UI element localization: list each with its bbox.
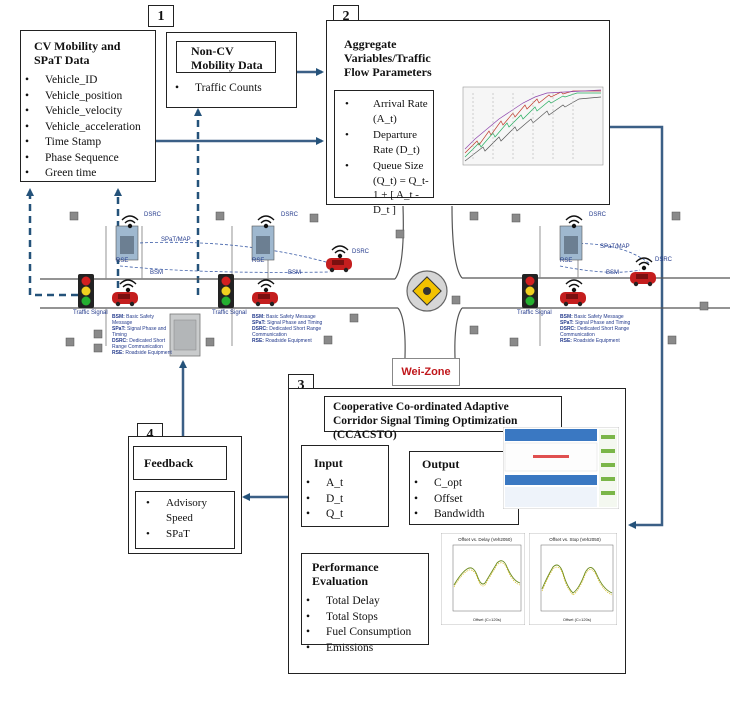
dsrc-label-left: DSRC xyxy=(144,212,162,218)
non-cv-box: Non-CV Mobility Data Traffic Counts xyxy=(166,32,297,108)
list-item: Traffic Counts xyxy=(171,81,262,97)
scene-legend-middle: BSM: Basic Safety Message SPaT: Signal P… xyxy=(252,314,323,344)
scene-legend-right: BSM: Basic Safety Message SPaT: Signal P… xyxy=(560,314,631,344)
dsrc-label-middle: DSRC xyxy=(281,212,299,218)
cv-mobility-box: CV Mobility and SPaT Data Vehicle_ID Veh… xyxy=(20,30,156,182)
arrow-box2-to-box3 xyxy=(610,125,664,529)
offset-stop-plot: Offset vs. Stop (Veh2050) Offset (C=120s… xyxy=(529,533,617,625)
plot-right-xlabel: Offset (C=120s) xyxy=(563,617,592,622)
input-list: A_t D_t Q_t xyxy=(302,476,388,523)
list-item: D_t xyxy=(302,492,388,508)
performance-title: Performance Evaluation xyxy=(312,560,379,588)
bsm-label-right: BSM xyxy=(606,270,620,276)
input-box: Input A_t D_t Q_t xyxy=(301,445,389,527)
traffic-signal-label-left: Traffic Signal xyxy=(73,310,108,316)
list-item: Time Stamp xyxy=(21,135,155,151)
car-3 xyxy=(326,258,352,273)
list-item: Vehicle_position xyxy=(21,89,155,105)
list-item: Fuel Consumption xyxy=(302,625,428,641)
cv-mobility-list: Vehicle_ID Vehicle_position Vehicle_velo… xyxy=(21,73,155,182)
wifi-icon xyxy=(119,215,653,293)
feedback-box: Feedback • Advisory Speed • SPaT xyxy=(128,436,242,554)
traffic-light-left xyxy=(78,274,94,308)
list-item: Total Stops xyxy=(302,610,428,626)
list-item: C_opt xyxy=(410,476,518,492)
rse-label-left: RSE xyxy=(116,258,129,264)
ccacsto-title: Cooperative Co-ordinated Adaptive Corrid… xyxy=(333,401,518,441)
list-item: Phase Sequence xyxy=(21,151,155,167)
feedback-list-box: • Advisory Speed • SPaT xyxy=(135,491,235,549)
list-item: Bandwidth xyxy=(410,507,518,523)
list-item: Vehicle_acceleration xyxy=(21,120,155,136)
feedback-title: Feedback xyxy=(144,456,194,470)
bsm-label-left: BSM xyxy=(150,270,164,276)
dsrc-label-right: DSRC xyxy=(589,212,607,218)
advisory-speed: Advisory Speed xyxy=(166,497,207,524)
list-item: Vehicle_ID xyxy=(21,73,155,89)
scene-legend-left: BSM: Basic Safety Message SPaT: Signal P… xyxy=(112,314,172,356)
wei-zone-label: Wei-Zone xyxy=(401,366,451,378)
car-2 xyxy=(252,292,278,307)
traffic-light-right xyxy=(522,274,538,308)
list-item: Emissions xyxy=(302,641,428,657)
spat-label-left: SPaT/MAP xyxy=(161,237,191,243)
traffic-signal-label-right: Traffic Signal xyxy=(517,310,552,316)
plot-left-title: Offset vs. Delay (Veh2050) xyxy=(458,537,512,542)
non-cv-title-box: Non-CV Mobility Data xyxy=(176,41,276,73)
performance-box: Performance Evaluation Total Delay Total… xyxy=(301,553,429,656)
flow-parameter-plot xyxy=(453,83,607,175)
dsrc-label-car-right: DSRC xyxy=(655,257,673,263)
departure-rate: Departure Rate (D_t) xyxy=(373,129,420,156)
list-item: A_t xyxy=(302,476,388,492)
wei-zone-label-box: Wei-Zone xyxy=(392,358,460,386)
non-cv-title: Non-CV Mobility Data xyxy=(191,44,263,72)
list-item: Total Delay xyxy=(302,594,428,610)
list-item: Q_t xyxy=(302,507,388,523)
plot-left-xlabel: Offset (C=120s) xyxy=(473,617,502,622)
feedback-title-box: Feedback xyxy=(133,446,227,480)
marker-1: 1 xyxy=(148,5,174,27)
car-1 xyxy=(112,292,138,307)
car-4 xyxy=(560,292,586,307)
performance-list: Total Delay Total Stops Fuel Consumption… xyxy=(302,594,428,656)
queue-size: Queue Size (Q_t) = Q_t-1 + [ A_t - D_t ] xyxy=(373,160,429,216)
traffic-scene xyxy=(40,205,730,377)
car-5 xyxy=(630,272,656,287)
bsm-label-middle: BSM xyxy=(288,270,302,276)
input-title: Input xyxy=(314,456,343,470)
arrow-signal-to-box1 xyxy=(26,188,78,297)
output-box: Output C_opt Offset Bandwidth xyxy=(409,451,519,525)
list-item: Green time xyxy=(21,166,155,182)
offset-delay-plot: Offset vs. Delay (Veh2050) Offset (C=120… xyxy=(441,533,525,625)
ccacsto-title-box: Cooperative Co-ordinated Adaptive Corrid… xyxy=(324,396,562,441)
list-item: Offset xyxy=(410,492,518,508)
traffic-signal-label-middle: Traffic Signal xyxy=(212,310,247,316)
software-screenshot xyxy=(503,427,619,509)
list-item: Vehicle_velocity xyxy=(21,104,155,120)
cv-mobility-title: CV Mobility and SPaT Data xyxy=(34,39,121,67)
ccacsto-box: Cooperative Co-ordinated Adaptive Corrid… xyxy=(288,388,626,674)
non-cv-list: Traffic Counts xyxy=(171,81,262,97)
aggregate-variables-box: Aggregate Variables/Traffic Flow Paramet… xyxy=(326,20,610,216)
plot-right-title: Offset vs. Stop (Veh2050) xyxy=(549,537,601,542)
traffic-light-middle xyxy=(218,274,234,308)
aggregate-variables-title: Aggregate Variables/Traffic Flow Paramet… xyxy=(344,37,432,79)
aggregate-variables-list-box: • Arrival Rate (A_t) • Departure Rate (D… xyxy=(334,90,434,216)
output-title: Output xyxy=(422,457,460,471)
dsrc-label-car: DSRC xyxy=(352,249,370,255)
output-list: C_opt Offset Bandwidth xyxy=(410,476,518,523)
rse-label-middle: RSE xyxy=(252,258,265,264)
spat-item: SPaT xyxy=(166,528,190,540)
arrival-rate: Arrival Rate (A_t) xyxy=(373,98,428,125)
spat-label-right: SPaT/MAP xyxy=(600,244,630,250)
rse-label-right: RSE xyxy=(560,258,573,264)
